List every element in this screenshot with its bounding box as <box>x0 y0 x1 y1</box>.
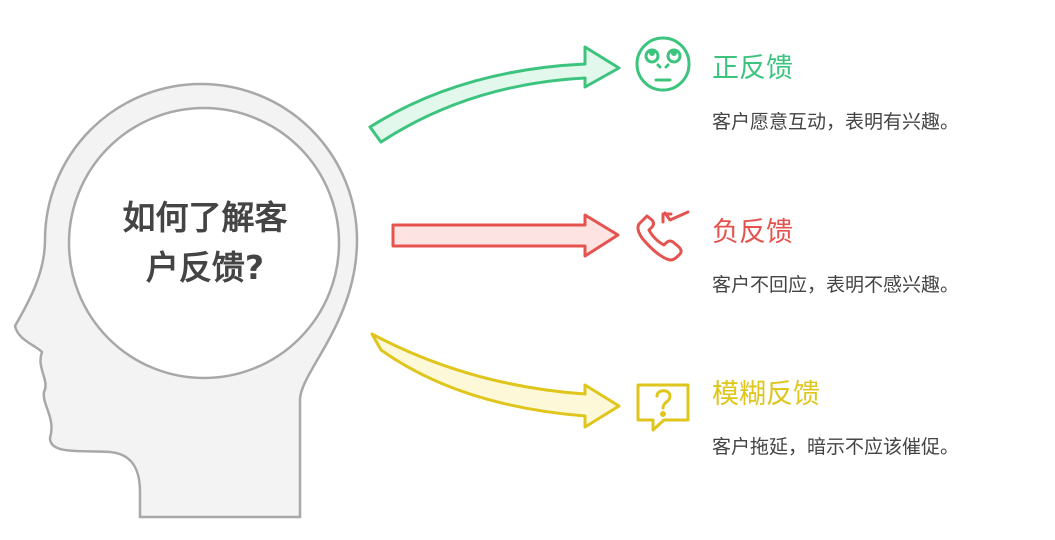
vague-feedback-description: 客户拖延，暗示不应该催促。 <box>712 436 960 458</box>
title-line-2: 户反馈? <box>145 248 265 287</box>
head-inner-circle <box>67 106 341 380</box>
question-speech-bubble-icon <box>636 383 690 432</box>
negative-feedback-heading: 负反馈 <box>712 217 793 248</box>
arrow-negative <box>391 213 620 258</box>
positive-feedback-heading: 正反馈 <box>712 53 793 84</box>
diagram-title: 如何了解客 户反馈? <box>95 193 315 293</box>
vague-feedback-heading: 模糊反馈 <box>712 379 820 410</box>
positive-feedback-description: 客户愿意互动，表明有兴趣。 <box>712 111 960 133</box>
rolling-eyes-face-icon <box>635 36 691 92</box>
arrow-positive <box>368 45 621 144</box>
negative-feedback-description: 客户不回应，表明不感兴趣。 <box>712 274 960 296</box>
missed-call-phone-icon <box>636 210 690 262</box>
arrow-vague <box>370 332 621 429</box>
title-line-1: 如何了解客 <box>122 198 288 237</box>
